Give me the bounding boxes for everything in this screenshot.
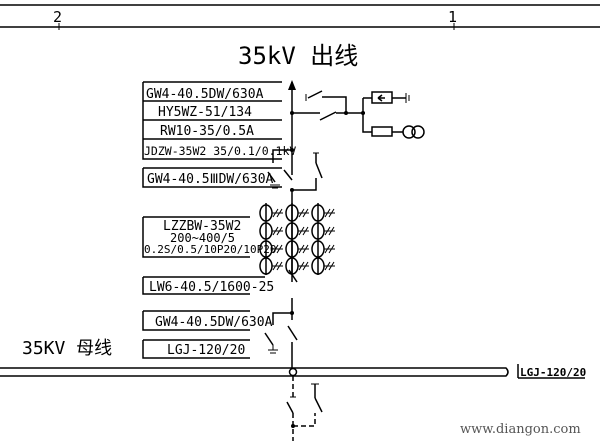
busbar [0, 367, 509, 377]
label-bus-isolator: GW4-40.5DW/630A [155, 315, 273, 330]
secondary-winding-mark [324, 226, 335, 236]
secondary-winding-mark [324, 261, 335, 271]
breaker-icon [288, 269, 298, 283]
label-ct-class: 0.2S/0.5/10P20/10P20 [144, 243, 276, 256]
secondary-winding-mark [272, 208, 283, 218]
secondary-winding-mark [272, 226, 283, 236]
future-bay-dashed [286, 376, 323, 441]
busbar-conductor-label: LGJ-120/20 [520, 366, 586, 379]
label-box-bus-isolator [142, 310, 250, 331]
secondary-winding-mark [324, 208, 335, 218]
secondary-winding-mark [324, 244, 335, 254]
label-ct-ratio: 200~400/5 [170, 231, 235, 245]
pt-branch [290, 90, 425, 139]
arrow-up-icon [288, 80, 296, 90]
earth-switch-icon [315, 162, 323, 179]
label-box-ct [142, 216, 250, 258]
label-conductor: LGJ-120/20 [167, 343, 245, 358]
isolator-switch-icon [283, 169, 293, 181]
label-box-line-isolator [142, 167, 282, 188]
transformer-icon [402, 125, 416, 139]
current-transformer-grid [259, 203, 335, 275]
label-line-isolator: GW4-40.5ⅢDW/630A [147, 172, 274, 187]
column-number-2: 2 [53, 8, 62, 26]
label-box-breaker [142, 276, 265, 295]
line-isolator-group [267, 148, 323, 192]
bus-isolator-group [264, 311, 298, 354]
diagram-title: 35kV 出线 [238, 42, 358, 70]
earth-switch-icon [264, 332, 274, 346]
secondary-winding-mark [298, 208, 309, 218]
label-box-stack-top [142, 81, 282, 160]
secondary-winding-mark [272, 244, 283, 254]
fuse-icon [371, 126, 393, 137]
secondary-winding-mark [298, 226, 309, 236]
isolator-switch-icon [287, 325, 298, 341]
earth-switch-icon [307, 90, 323, 99]
label-fuse: RW10-35/0.5A [160, 124, 254, 139]
isolator-switch-icon [319, 111, 337, 121]
busbar-label: 35KV 母线 [22, 338, 112, 359]
secondary-winding-mark [272, 261, 283, 271]
label-ct-model: LZZBW-35W2 [163, 219, 241, 234]
label-box-conductor [142, 339, 250, 359]
label-pt: JDZW-35W2 35/0.1/0.1kV [144, 144, 296, 158]
label-breaker: LW6-40.5/1600-25 [149, 280, 274, 295]
secondary-winding-mark [298, 244, 309, 254]
label-outgoing-isolator: GW4-40.5DW/630A [146, 87, 264, 102]
secondary-winding-mark [298, 261, 309, 271]
column-number-1: 1 [448, 8, 457, 26]
label-arrester: HY5WZ-51/134 [158, 105, 252, 120]
watermark: www.diangon.com [460, 422, 581, 437]
busbar-node [288, 367, 298, 377]
